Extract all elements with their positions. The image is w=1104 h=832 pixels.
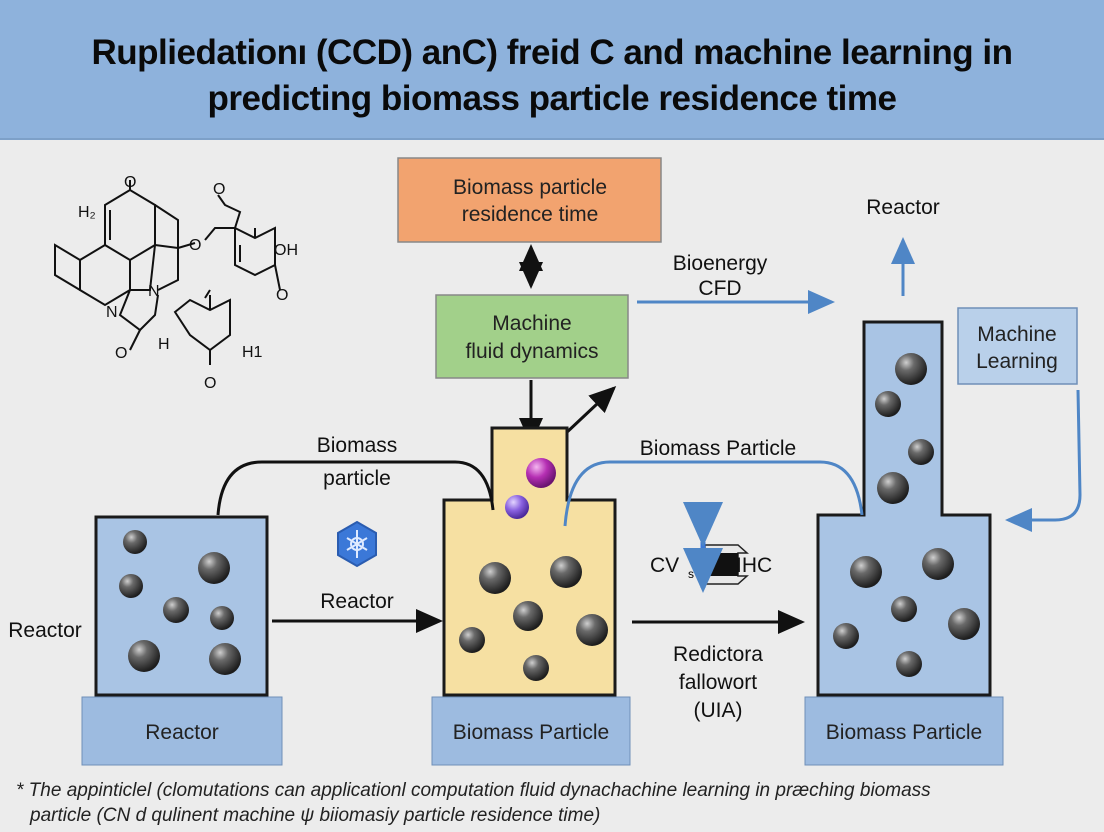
cfd-label: CFD	[698, 277, 741, 300]
biomass-particle	[908, 439, 934, 465]
footer-caption: * The appinticlel (clomutations can appl…	[16, 778, 1096, 828]
svg-text:OH: OH	[274, 242, 298, 259]
footer-line-1: * The appinticlel (clomutations can appl…	[16, 780, 931, 801]
title-banner: Rupliedationı (CCD) anC) freid C and mac…	[0, 0, 1104, 140]
redictora-label-2: fallowort	[679, 671, 757, 694]
svg-text:O: O	[276, 287, 288, 304]
middle-vessel-base: Biomass Particle	[431, 696, 631, 766]
biomass-particle	[119, 574, 143, 598]
svg-text:CV: CV	[650, 554, 679, 577]
right-vessel-base: Biomass Particle	[804, 696, 1004, 766]
biomass-particle	[891, 596, 917, 622]
bioenergy-label: Bioenergy	[673, 252, 768, 275]
svg-text:O: O	[124, 174, 136, 191]
redictora-label-3: (UIA)	[694, 699, 743, 722]
svg-text:Reactor: Reactor	[145, 721, 219, 744]
svg-text:Learning: Learning	[976, 350, 1058, 373]
svg-text:N: N	[148, 283, 160, 300]
biomass-particle	[948, 608, 980, 640]
arrow-diagonal	[563, 385, 617, 436]
reactor-middle-label: Reactor	[320, 590, 394, 613]
biomass-particle	[875, 391, 901, 417]
cv-ihc-icon: CV s IHC	[650, 502, 772, 593]
biomass-particle	[479, 562, 511, 594]
biomass-particle-label-2: particle	[323, 467, 391, 490]
network-hexagon-icon	[337, 520, 377, 568]
middle-vessel	[442, 426, 617, 697]
blue-curved-arrow-ml	[1005, 389, 1082, 532]
biomass-particle	[850, 556, 882, 588]
highlighted-particle	[505, 495, 529, 519]
svg-text:O: O	[189, 237, 201, 254]
highlighted-particle	[526, 458, 556, 488]
svg-text:O: O	[204, 375, 216, 392]
svg-text:fluid dynamics: fluid dynamics	[465, 340, 598, 363]
svg-text:s: s	[688, 567, 694, 581]
reactor-left-label: Reactor	[8, 619, 82, 642]
svg-text:O: O	[213, 181, 225, 198]
biomass-particle	[833, 623, 859, 649]
biomass-particle	[896, 651, 922, 677]
black-curve-connector	[216, 460, 495, 516]
biomass-particle	[209, 643, 241, 675]
svg-text:H: H	[158, 336, 170, 353]
svg-text:Biomass particle: Biomass particle	[453, 176, 607, 199]
machine-learning-box: Machine Learning	[957, 307, 1078, 385]
svg-text:Biomass Particle: Biomass Particle	[453, 721, 609, 744]
footer-line-2: particle (CN d qulinent machine ψ biioma…	[30, 805, 601, 826]
biomass-particle	[210, 606, 234, 630]
biomass-particle-right-label: Biomass Particle	[640, 437, 796, 460]
residence-time-box: Biomass particle residence time	[397, 157, 662, 243]
svg-text:N: N	[106, 304, 118, 321]
molecule-structure	[54, 180, 281, 365]
svg-text:O: O	[115, 345, 127, 362]
svg-text:Biomass Particle: Biomass Particle	[826, 721, 982, 744]
redictora-label-1: Redictora	[673, 643, 763, 666]
biomass-particle	[877, 472, 909, 504]
biomass-particle	[513, 601, 543, 631]
svg-text:Machine: Machine	[977, 323, 1056, 346]
biomass-particle	[123, 530, 147, 554]
biomass-particle	[128, 640, 160, 672]
svg-text:IHC: IHC	[736, 554, 772, 577]
biomass-particle	[523, 655, 549, 681]
biomass-particle	[895, 353, 927, 385]
biomass-particle	[459, 627, 485, 653]
svg-text:H1: H1	[242, 344, 263, 361]
biomass-particle	[550, 556, 582, 588]
blue-curve-connector	[563, 460, 864, 527]
svg-text:H₂: H₂	[78, 204, 96, 221]
machine-fluid-dynamics-box: Machine fluid dynamics	[435, 294, 629, 379]
left-reactor-base: Reactor	[81, 696, 283, 766]
molecule-labels: O H₂ O O OH O N N O H H1 O	[78, 174, 298, 392]
title-line-2: predicting biomass particle residence ti…	[207, 79, 897, 118]
biomass-particle	[163, 597, 189, 623]
svg-text:Machine: Machine	[492, 312, 571, 335]
biomass-particle	[576, 614, 608, 646]
right-vessel	[816, 320, 992, 697]
reactor-top-label: Reactor	[866, 196, 940, 219]
biomass-particle-label-1: Biomass	[317, 434, 398, 457]
biomass-particle	[198, 552, 230, 584]
title-line-1: Rupliedationı (CCD) anC) freid C and mac…	[91, 33, 1013, 72]
biomass-particle	[922, 548, 954, 580]
particles	[119, 353, 980, 681]
svg-text:residence time: residence time	[462, 203, 599, 226]
